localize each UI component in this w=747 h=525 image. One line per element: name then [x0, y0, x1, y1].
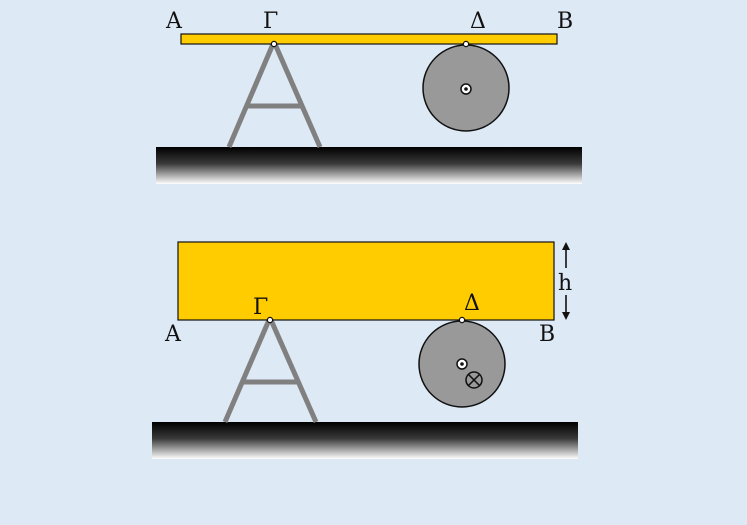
bottom-label-a: Α: [164, 322, 182, 347]
bottom-point-gamma: [266, 316, 274, 324]
bottom-figure: Α Γ Δ Β h: [152, 241, 578, 459]
top-ground: [156, 147, 582, 184]
bottom-beam: [177, 241, 555, 321]
top-beam: [180, 33, 558, 45]
top-disk-axis-dot: [460, 83, 472, 95]
bottom-point-delta: [458, 316, 466, 324]
bottom-label-b: Β: [539, 322, 555, 347]
bottom-disk-axis-dot: [456, 358, 468, 370]
top-point-delta: [462, 40, 470, 48]
bottom-disk-center-of-mass-icon: [465, 371, 483, 389]
bottom-label-h: h: [558, 271, 572, 296]
top-label-a: Α: [165, 9, 183, 34]
top-figure: Α Γ Δ Β: [156, 9, 582, 184]
top-trestle-stand: [226, 42, 323, 149]
bottom-ground: [152, 422, 578, 459]
bottom-trestle-stand: [222, 318, 319, 424]
top-label-delta: Δ: [470, 9, 486, 34]
bottom-label-delta: Δ: [464, 291, 480, 316]
height-arrow-icon: [562, 242, 570, 320]
top-point-gamma: [270, 40, 278, 48]
bottom-label-gamma: Γ: [253, 295, 268, 320]
top-label-b: Β: [557, 9, 573, 34]
top-label-gamma: Γ: [263, 9, 278, 34]
